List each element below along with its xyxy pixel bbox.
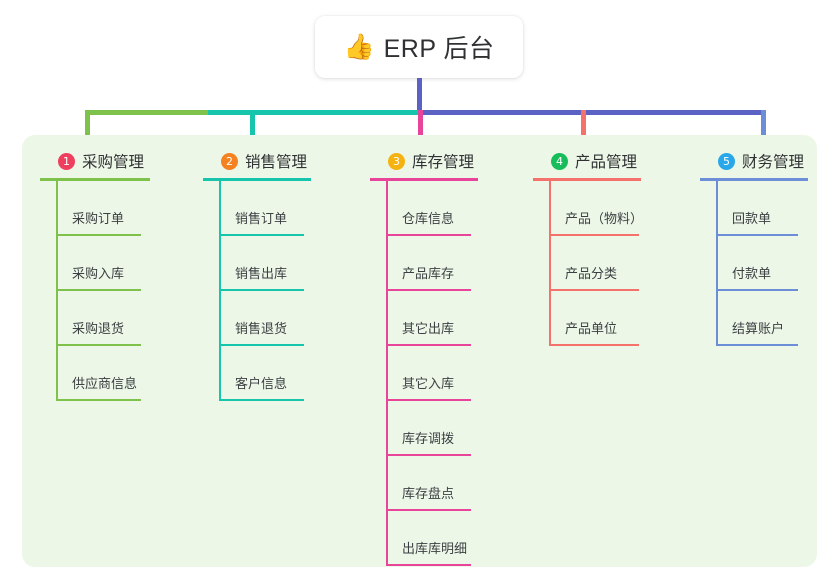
connector-drop-1 <box>85 110 90 142</box>
branch-number-badge: 1 <box>58 152 75 170</box>
branch-spine <box>56 181 58 401</box>
branch-item-underline <box>549 234 639 236</box>
branch-item-label: 回款单 <box>732 211 772 226</box>
branch-column-4: 4 产品管理产品（物料） 产品分类产品单位 <box>533 148 643 346</box>
branch-item-label: 采购订单 <box>72 211 125 226</box>
branch-item-underline <box>386 234 471 236</box>
branch-item-label: 产品库存 <box>402 266 455 281</box>
branch-item-label: 结算账户 <box>732 321 785 336</box>
branch-header-2[interactable]: 2 销售管理 <box>203 148 307 174</box>
branch-header-1[interactable]: 1 采购管理 <box>40 148 144 174</box>
root-stem-connector <box>417 78 422 113</box>
branch-underline <box>533 178 641 181</box>
branch-item-underline <box>716 344 798 346</box>
branch-item-label: 其它出库 <box>402 321 455 336</box>
branch-item-label: 付款单 <box>732 266 772 281</box>
branch-header-5[interactable]: 5 财务管理 <box>700 148 804 174</box>
branch-item-underline <box>219 234 304 236</box>
branch-item-underline <box>56 289 141 291</box>
connector-drop-4 <box>581 110 586 142</box>
branch-spine <box>219 181 221 401</box>
branch-item-underline <box>219 289 304 291</box>
branch-item-underline <box>386 564 471 566</box>
branch-item-label: 采购退货 <box>72 321 125 336</box>
branch-item-label: 销售订单 <box>235 211 288 226</box>
branch-item-label: 产品（物料） <box>565 211 644 226</box>
branch-item-underline <box>549 344 639 346</box>
connector-segment-1 <box>85 110 208 115</box>
branch-column-1: 1 采购管理采购订单采购入库采购退货供应商信息 <box>40 148 150 401</box>
branch-title: 产品管理 <box>575 154 638 171</box>
branch-item-underline <box>386 454 471 456</box>
branch-item-underline <box>386 509 471 511</box>
branch-item-label: 产品分类 <box>565 266 618 281</box>
root-title: ERP 后台 <box>383 35 495 63</box>
branch-underline <box>700 178 808 181</box>
branch-number-badge: 4 <box>551 152 568 170</box>
branch-item-label: 产品单位 <box>565 321 618 336</box>
branch-column-2: 2 销售管理销售订单销售出库销售退货客户信息 <box>203 148 311 401</box>
branch-item-label: 库存盘点 <box>402 486 455 501</box>
branch-item-underline <box>56 344 141 346</box>
branch-item-label: 客户信息 <box>235 376 288 391</box>
branch-item-underline <box>549 289 639 291</box>
root-node[interactable]: 👍 ERP 后台 <box>315 16 523 78</box>
branch-underline <box>203 178 311 181</box>
thumbs-up-icon: 👍 <box>343 32 375 61</box>
branch-item-underline <box>716 234 798 236</box>
connector-segment-2 <box>208 110 420 115</box>
branch-item-label: 销售出库 <box>235 266 288 281</box>
branch-underline <box>40 178 150 181</box>
branch-column-5: 5 财务管理回款单付款单结算账户 <box>700 148 808 346</box>
connector-drop-5 <box>761 110 766 142</box>
connector-drop-3 <box>418 110 423 142</box>
branch-number-badge: 3 <box>388 152 405 170</box>
branch-item-underline <box>386 344 471 346</box>
branch-header-4[interactable]: 4 产品管理 <box>533 148 637 174</box>
branch-title: 库存管理 <box>412 154 475 171</box>
branch-number-badge: 5 <box>718 152 735 170</box>
branch-spine <box>549 181 551 346</box>
branch-item-label: 其它入库 <box>402 376 455 391</box>
branch-underline <box>370 178 478 181</box>
branch-header-3[interactable]: 3 库存管理 <box>370 148 474 174</box>
branch-item-label: 供应商信息 <box>72 376 138 391</box>
connector-drop-2 <box>250 110 255 142</box>
branch-item-underline <box>56 399 141 401</box>
branch-number-badge: 2 <box>221 152 238 170</box>
branch-item-label: 销售退货 <box>235 321 288 336</box>
branch-title: 财务管理 <box>742 154 805 171</box>
branch-item-underline <box>219 399 304 401</box>
branch-title: 采购管理 <box>82 154 145 171</box>
branch-item-label: 采购入库 <box>72 266 125 281</box>
branch-spine <box>716 181 718 346</box>
branch-column-3: 3 库存管理仓库信息产品库存其它出库其它入库库存调拨库存盘点出库库明细 <box>370 148 478 566</box>
branch-item-label: 库存调拨 <box>402 431 455 446</box>
branch-item-underline <box>386 399 471 401</box>
branches-panel <box>22 135 817 567</box>
branch-item-label: 仓库信息 <box>402 211 455 226</box>
branch-item-underline <box>56 234 141 236</box>
branch-spine <box>386 181 388 566</box>
branch-item-underline <box>386 289 471 291</box>
branch-item-underline <box>716 289 798 291</box>
connector-segment-3 <box>420 110 766 115</box>
branch-item-underline <box>219 344 304 346</box>
branch-item-label: 出库库明细 <box>402 541 468 556</box>
branch-title: 销售管理 <box>245 154 308 171</box>
